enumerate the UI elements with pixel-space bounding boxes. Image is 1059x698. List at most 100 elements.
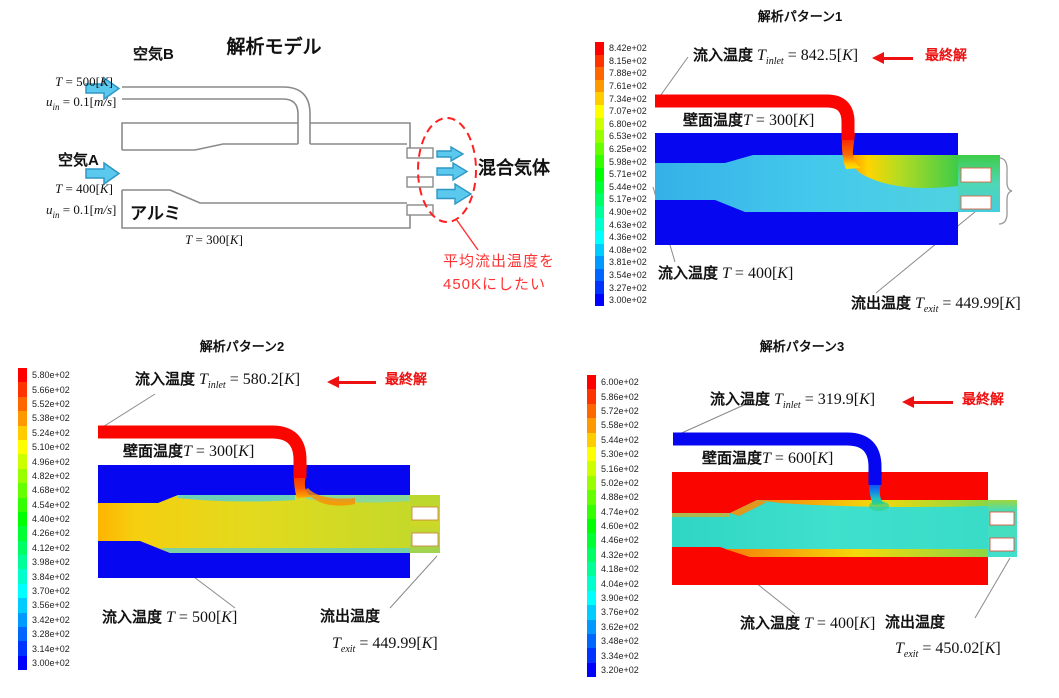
model-schematic	[85, 76, 479, 251]
hot-plume	[305, 488, 355, 506]
cool-boundary-strip	[178, 495, 295, 502]
colorbar-row: 3.48e+02	[587, 634, 639, 649]
colorbar-swatch	[587, 634, 596, 649]
colorbar-row: 3.27e+02	[595, 281, 647, 294]
colorbar-tick-label: 4.12e+02	[32, 542, 70, 553]
pipe-b-outer-wall	[122, 86, 311, 144]
colorbar-swatch	[18, 511, 27, 527]
colorbar-row: 4.68e+02	[18, 483, 70, 498]
outlet-highlight-ellipse	[417, 117, 477, 223]
colorbar-swatch	[587, 475, 596, 491]
colorbar-swatch	[595, 42, 604, 55]
pattern2-title: 解析パターン2	[199, 339, 285, 354]
colorbar-row: 4.60e+02	[587, 518, 639, 534]
velocity-symbol: u	[46, 202, 53, 217]
colorbar-swatch	[595, 180, 604, 194]
colorbar-swatch	[587, 518, 596, 534]
colorbar-row: 4.74e+02	[587, 504, 639, 519]
colorbar-tick-label: 3.27e+02	[609, 282, 647, 293]
colorbar-row: 3.28e+02	[18, 627, 70, 642]
colorbar-row: 4.46e+02	[587, 533, 639, 548]
colorbar-tick-label: 3.56e+02	[32, 600, 70, 611]
pattern3-title: 解析パターン3	[759, 339, 845, 354]
colorbar-row: 4.88e+02	[587, 490, 639, 505]
colorbar-tick-label: 3.48e+02	[601, 636, 639, 647]
colorbar-tick-label: 3.62e+02	[601, 621, 639, 632]
colorbar-tick-label: 3.70e+02	[32, 586, 70, 597]
colorbar-tick-label: 7.61e+02	[609, 81, 647, 92]
final-answer-label: 最終解	[385, 371, 427, 387]
colorbar-swatch	[595, 167, 604, 181]
outlet-temperature-label: 流出温度	[320, 608, 381, 625]
colorbar-tick-label: 7.07e+02	[609, 106, 647, 117]
colorbar-row: 8.15e+02	[595, 54, 647, 68]
outlet-brace	[998, 157, 1013, 225]
colorbar-row: 7.88e+02	[595, 67, 647, 80]
velocity-symbol: u	[46, 94, 53, 109]
colorbar-swatch	[587, 490, 596, 505]
outlet-flow-arrow-icon	[436, 161, 469, 182]
inlet-jet	[841, 133, 861, 169]
colorbar-swatch	[587, 418, 596, 433]
colorbar-row: 3.00e+02	[595, 293, 647, 307]
colorbar-tick-label: 4.60e+02	[601, 521, 639, 532]
colorbar-row: 5.52e+02	[18, 396, 70, 412]
outlet-temperature-value: Texit = 449.99[K]	[332, 635, 438, 656]
colorbar-tick-label: 3.20e+02	[601, 665, 639, 675]
aluminum-block-outline	[121, 122, 411, 229]
colorbar-tick-label: 5.98e+02	[609, 156, 647, 167]
colorbar-tick-label: 4.46e+02	[601, 535, 639, 546]
colorbar-tick-label: 5.52e+02	[32, 398, 70, 409]
air-b-inlet-arrow-icon	[85, 76, 121, 101]
colorbar-tick-label: 3.14e+02	[32, 643, 70, 654]
colorbar-row: 5.44e+02	[595, 180, 647, 194]
outlet-fin	[960, 195, 992, 210]
colorbar-row: 3.20e+02	[587, 662, 639, 678]
temp-symbol: T	[55, 74, 63, 89]
colorbar-tick-label: 5.80e+02	[32, 370, 70, 381]
colorbar-row: 5.17e+02	[595, 193, 647, 206]
colorbar-tick-label: 5.72e+02	[601, 405, 639, 416]
colorbar-tick-label: 3.28e+02	[32, 629, 70, 640]
wall-temperature-label: 壁面温度T = 600[K]	[702, 450, 834, 467]
hot-boundary-strip	[725, 549, 988, 557]
air-b-temperature: T = 500[K]	[55, 74, 113, 89]
colorbar-swatch	[18, 526, 27, 541]
colorbar-row: 3.42e+02	[18, 612, 70, 628]
colorbar-row: 4.32e+02	[587, 547, 639, 563]
colorbar-tick-label: 3.76e+02	[601, 607, 639, 618]
colorbar-row: 3.34e+02	[587, 648, 639, 663]
temp-symbol: T	[55, 181, 63, 196]
colorbar-row: 7.61e+02	[595, 79, 647, 93]
colorbar-swatch	[18, 497, 27, 512]
outlet-fin	[989, 537, 1015, 552]
colorbar-tick-label: 4.04e+02	[601, 578, 639, 589]
colorbar-swatch	[587, 547, 596, 563]
colorbar-swatch	[587, 504, 596, 519]
colorbar-row: 4.12e+02	[18, 540, 70, 556]
colorbar-tick-label: 3.98e+02	[32, 557, 70, 568]
outlet-fin	[411, 532, 439, 547]
hot-boundary-strip	[730, 500, 767, 516]
colorbar-swatch	[18, 483, 27, 498]
colorbar-tick-label: 3.00e+02	[609, 295, 647, 306]
colorbar-row: 6.25e+02	[595, 142, 647, 156]
colorbar-swatch	[587, 590, 596, 606]
colorbar-swatch	[587, 375, 596, 390]
colorbar-row: 3.84e+02	[18, 569, 70, 584]
analysis-model-panel: 解析モデル 空気B T = 500[K] uin = 0.1[m/s] 空気A …	[0, 0, 630, 330]
colorbar-tick-label: 5.44e+02	[609, 181, 647, 192]
colorbar-row: 5.02e+02	[587, 475, 639, 491]
colorbar-row: 4.04e+02	[587, 576, 639, 591]
colorbar-swatch	[18, 382, 27, 397]
colorbar-swatch	[18, 655, 27, 671]
pipe-b-inner-wall	[122, 98, 299, 144]
colorbar-row: 8.42e+02	[595, 42, 647, 55]
colorbar-swatch	[18, 598, 27, 613]
pattern3-contour	[672, 399, 1017, 619]
final-answer-arrow-icon	[872, 52, 913, 64]
colorbar-row: 4.82e+02	[18, 468, 70, 484]
